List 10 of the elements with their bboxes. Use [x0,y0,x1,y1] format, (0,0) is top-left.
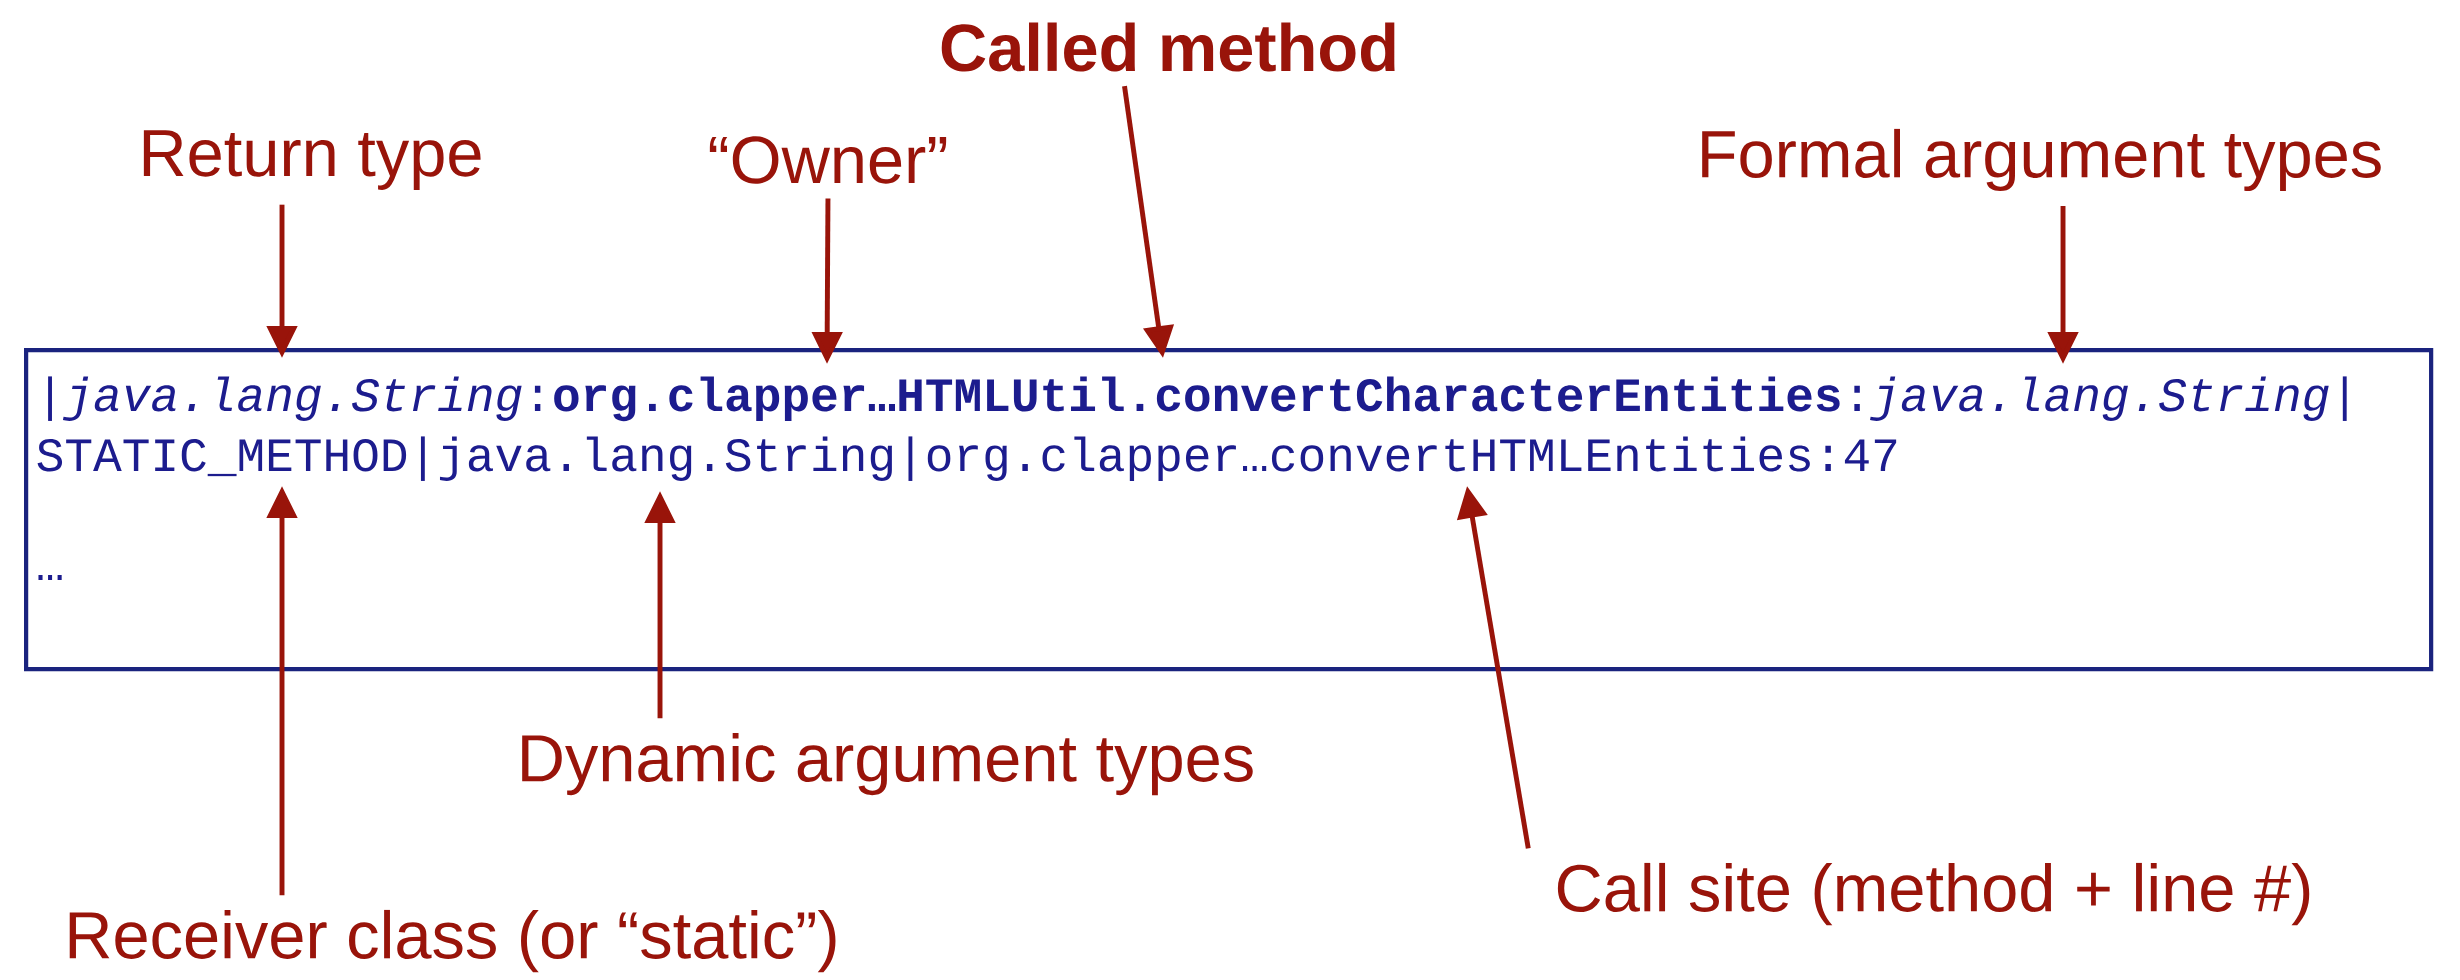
code-line: … [38,574,62,581]
label: Dynamic argument types [522,732,1253,796]
label: Return type [143,130,481,190]
label: “Owner” [709,136,947,184]
label: Formal argument types [1702,128,2381,192]
code-line: STATIC_METHOD|java.lang.String|org.clapper…convertHTMLEntities:47 [37,436,1897,481]
label: Call site (method + line #) [1557,862,2310,926]
code-line: |java.lang.String:org.clapper…HTMLUtil.convertCharacterEntities:java.lang.String| [48,376,2347,422]
heading: Called method [941,22,1395,72]
label: Receiver class (or “static”) [69,909,836,973]
